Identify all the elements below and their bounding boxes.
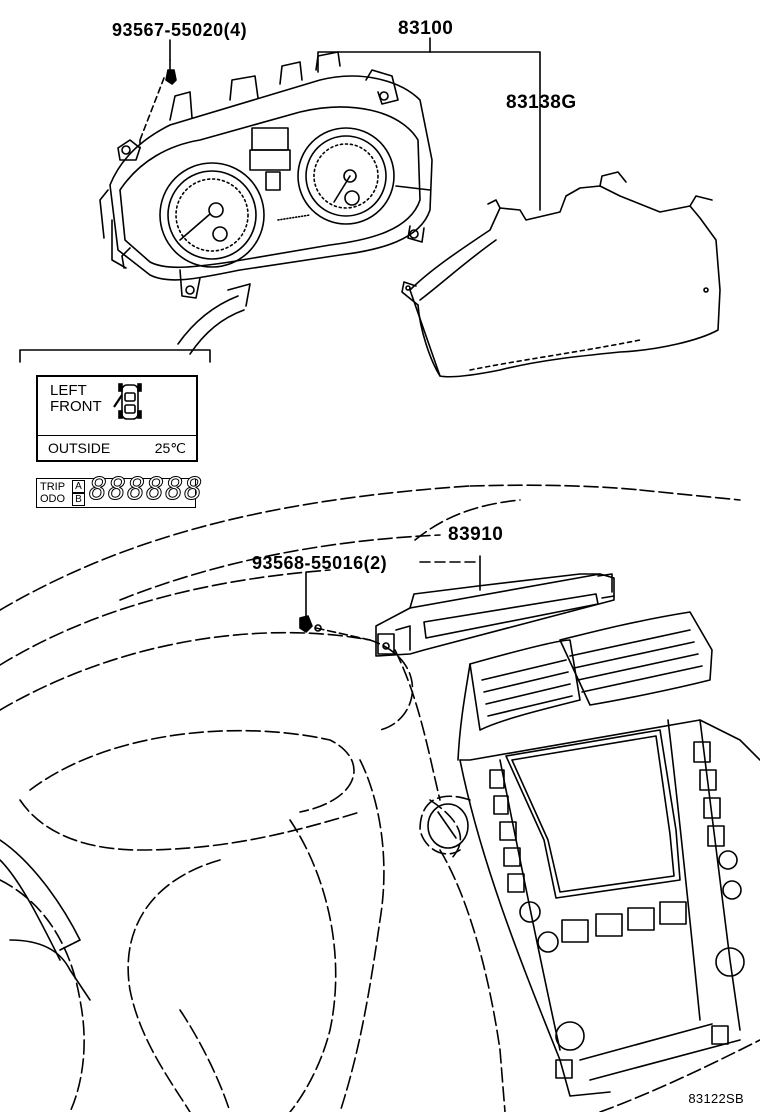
trip-label: TRIP	[40, 481, 66, 493]
outside-temp: 25℃	[154, 440, 186, 456]
dashboard-lower	[179, 849, 760, 1112]
inset-pointer	[19, 283, 251, 363]
callout-bolt-bottom: 93568-55016(2)	[252, 553, 388, 573]
odo-label: ODO	[40, 493, 66, 505]
combination-meter-drawing	[99, 51, 433, 299]
odometer-digits: 888888	[88, 472, 204, 508]
callout-meter-cover: 83138G	[506, 92, 577, 113]
callout-leaders	[169, 37, 541, 641]
trip-a-indicator: A	[72, 480, 85, 493]
center-stack	[457, 611, 760, 1097]
dashboard-outline	[0, 484, 741, 1112]
bolt-top	[139, 59, 177, 149]
callout-bolt-top: 93567-55020(4)	[112, 20, 248, 40]
callout-clock: 83910	[448, 524, 504, 545]
clock-drawing	[375, 573, 615, 657]
inset-display: LEFT FRONT OUTSIDE 25℃	[36, 375, 198, 462]
meter-cover-drawing	[401, 171, 721, 378]
inset-line2: FRONT	[50, 398, 102, 415]
outside-label: OUTSIDE	[48, 440, 111, 456]
figure-number: 83122SB	[688, 1091, 744, 1106]
inset-line1: LEFT	[50, 382, 87, 399]
inset-divider	[38, 435, 196, 436]
callout-combination-meter: 83100	[398, 18, 454, 39]
bolt-bottom	[299, 615, 322, 633]
odometer-display: TRIP ODO A B 888888	[36, 472, 203, 508]
trip-b-indicator: B	[72, 493, 85, 506]
car-door-icon	[113, 383, 142, 420]
steering-area	[0, 803, 469, 1001]
